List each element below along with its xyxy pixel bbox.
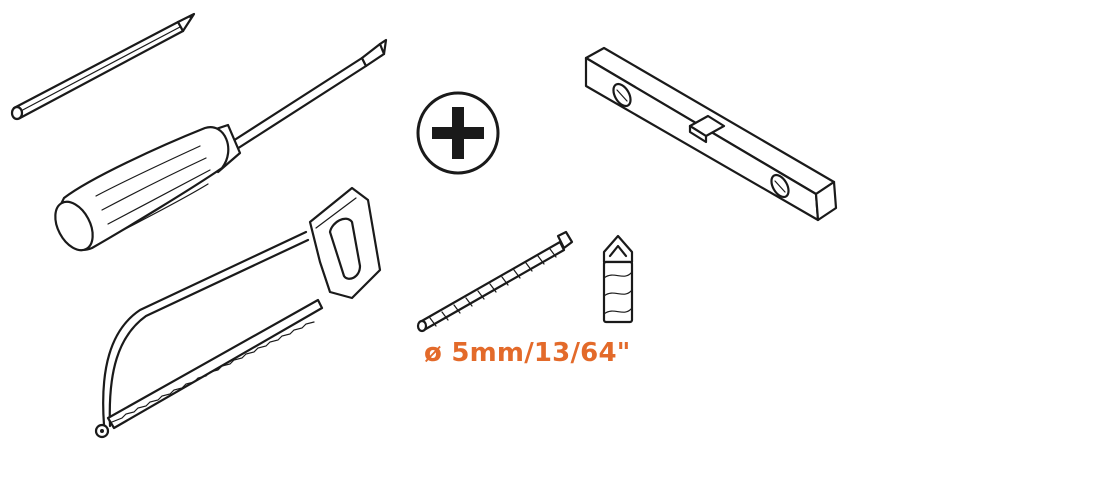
phillips-screwdriver-icon [54, 38, 388, 252]
plus-icon [416, 91, 500, 175]
pencil-icon [10, 12, 196, 121]
spirit-level-icon [584, 46, 838, 222]
drill-bit-icon [416, 230, 574, 333]
hacksaw-icon [94, 186, 382, 439]
masonry-bit-icon [602, 234, 634, 324]
drill-bit-size-label: ø 5mm/13/64" [424, 338, 631, 368]
